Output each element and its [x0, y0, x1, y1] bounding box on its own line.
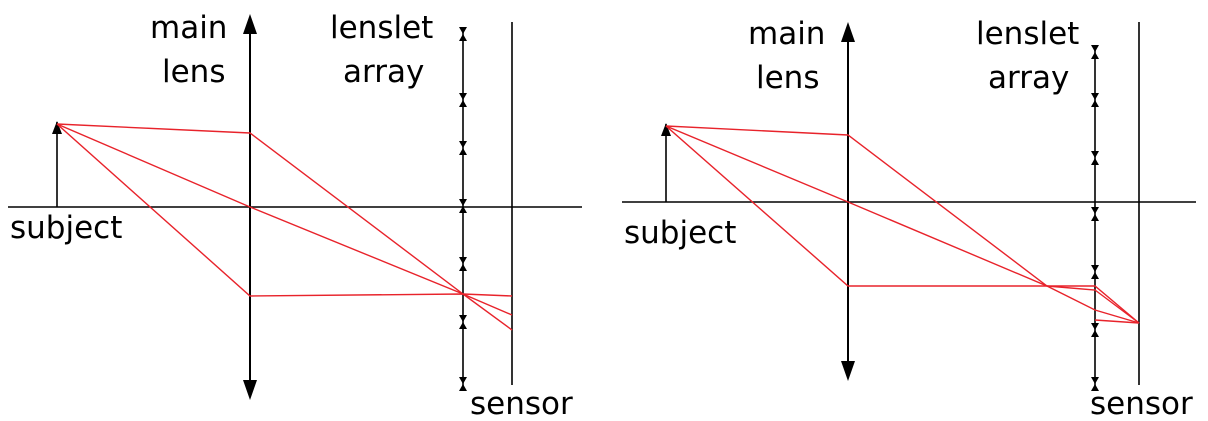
- right-label-subject: subject: [624, 215, 736, 251]
- right-lenslet-marker-2: [1091, 93, 1099, 107]
- left-panel: main lens lenslet array subject sensor: [8, 10, 582, 421]
- right-ray-chief: [665, 125, 1140, 324]
- right-lenslet-markers: [1091, 45, 1099, 391]
- left-lenslet-marker-7: [459, 377, 467, 391]
- right-lenslet-marker-3: [1091, 151, 1099, 165]
- left-label-sensor: sensor: [470, 386, 573, 421]
- right-label-lens: lens: [756, 60, 819, 96]
- left-ray-top: [56, 123, 513, 316]
- left-label-lenslet: lenslet: [330, 10, 433, 46]
- right-lenslet-marker-7: [1091, 377, 1099, 391]
- left-main-lens-top-arrow-icon: [243, 14, 257, 34]
- left-lenslet-markers: [459, 27, 467, 391]
- right-ray-sensor-link: [1094, 319, 1140, 324]
- right-ray-bottom: [665, 125, 1140, 324]
- left-lenslet-marker-1: [459, 27, 467, 41]
- left-label-array: array: [343, 54, 424, 90]
- right-label-lenslet: lenslet: [976, 16, 1079, 52]
- left-lenslet-marker-2: [459, 93, 467, 107]
- right-main-lens-bottom-arrow-icon: [841, 361, 855, 381]
- right-panel: main lens lenslet array subject sensor: [622, 16, 1196, 421]
- left-rays: [56, 123, 513, 331]
- right-lenslet-marker-4: [1091, 207, 1099, 221]
- left-subject-arrowhead-icon: [52, 121, 62, 134]
- right-label-main: main: [748, 16, 825, 52]
- right-lenslet-marker-5: [1091, 265, 1099, 279]
- left-label-lens: lens: [162, 54, 225, 90]
- left-ray-chief: [56, 123, 513, 331]
- left-lenslet-marker-5: [459, 257, 467, 271]
- right-lenslet-marker-6: [1091, 323, 1099, 337]
- right-rays: [665, 125, 1140, 324]
- left-ray-bottom: [56, 123, 513, 297]
- right-subject-arrowhead-icon: [661, 123, 671, 136]
- left-lenslet-marker-3: [459, 141, 467, 155]
- left-label-main: main: [150, 10, 227, 46]
- right-label-array: array: [988, 60, 1069, 96]
- right-lenslet-marker-1: [1091, 45, 1099, 59]
- left-lenslet-marker-4: [459, 199, 467, 213]
- left-main-lens-bottom-arrow-icon: [243, 380, 257, 400]
- right-label-sensor: sensor: [1090, 386, 1193, 421]
- left-label-subject: subject: [10, 210, 122, 246]
- right-main-lens-top-arrow-icon: [841, 22, 855, 42]
- left-lenslet-marker-6: [459, 315, 467, 329]
